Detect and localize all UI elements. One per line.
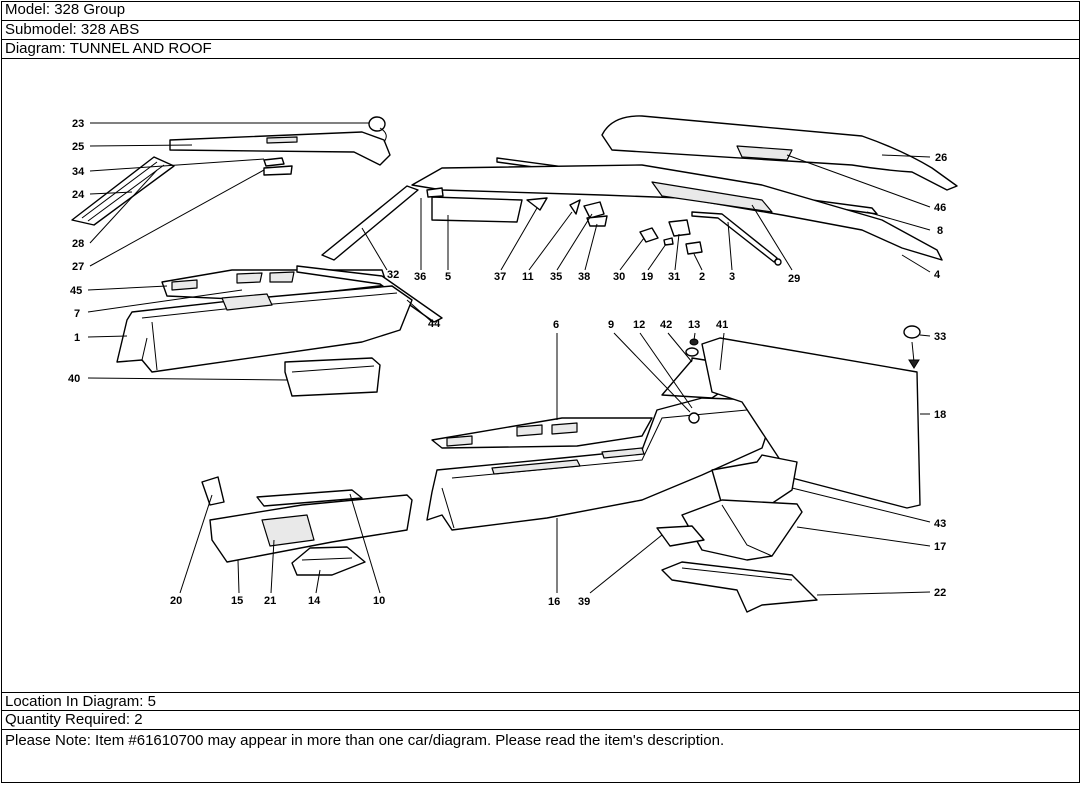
location-label: Location In Diagram: 5 bbox=[1, 692, 1080, 711]
callout-19: 19 bbox=[641, 271, 653, 283]
upper-console bbox=[116, 265, 443, 397]
callout-5: 5 bbox=[445, 271, 451, 283]
callout-13: 13 bbox=[688, 319, 700, 331]
callout-4: 4 bbox=[934, 269, 941, 281]
diagram-label: Diagram: TUNNEL AND ROOF bbox=[1, 40, 1080, 59]
callout-25: 25 bbox=[72, 141, 84, 153]
callout-34: 34 bbox=[72, 166, 85, 178]
callout-8: 8 bbox=[937, 225, 943, 237]
callout-43: 43 bbox=[934, 518, 946, 530]
callout-1: 1 bbox=[74, 332, 80, 344]
callout-28: 28 bbox=[72, 238, 84, 250]
callout-41: 41 bbox=[716, 319, 728, 331]
callout-6: 6 bbox=[553, 319, 559, 331]
pillar-trim bbox=[321, 185, 419, 261]
parts-diagram: 23 25 34 24 28 27 45 7 1 40 32 36 5 37 1… bbox=[68, 115, 958, 613]
callout-2: 2 bbox=[699, 271, 705, 283]
callout-29: 29 bbox=[788, 273, 800, 285]
callout-26: 26 bbox=[935, 152, 947, 164]
windshield-header-parts bbox=[71, 116, 391, 226]
rear-console-parts bbox=[656, 454, 818, 613]
callout-18: 18 bbox=[934, 409, 946, 421]
callout-38: 38 bbox=[578, 271, 590, 283]
callout-36: 36 bbox=[414, 271, 426, 283]
leader-lines bbox=[87, 122, 931, 596]
callout-32: 32 bbox=[387, 269, 399, 281]
callout-17: 17 bbox=[934, 541, 946, 553]
callout-3: 3 bbox=[729, 271, 735, 283]
callout-42: 42 bbox=[660, 319, 672, 331]
callout-22: 22 bbox=[934, 587, 946, 599]
callout-46: 46 bbox=[934, 202, 946, 214]
roof-panel bbox=[411, 115, 958, 261]
callout-35: 35 bbox=[550, 271, 562, 283]
callout-33: 33 bbox=[934, 331, 946, 343]
roof-fittings bbox=[426, 187, 782, 266]
callout-11: 11 bbox=[522, 271, 534, 283]
callout-10: 10 bbox=[373, 595, 385, 607]
callout-labels: 23 25 34 24 28 27 45 7 1 40 32 36 5 37 1… bbox=[68, 118, 947, 608]
callout-23: 23 bbox=[72, 118, 84, 130]
model-label: Model: 328 Group bbox=[1, 1, 1080, 21]
callout-44: 44 bbox=[428, 318, 441, 330]
callout-14: 14 bbox=[308, 595, 321, 607]
callout-21: 21 bbox=[264, 595, 276, 607]
callout-20: 20 bbox=[170, 595, 182, 607]
callout-15: 15 bbox=[231, 595, 243, 607]
callout-12: 12 bbox=[633, 319, 645, 331]
callout-30: 30 bbox=[613, 271, 625, 283]
callout-31: 31 bbox=[668, 271, 680, 283]
callout-16: 16 bbox=[548, 596, 560, 608]
callout-27: 27 bbox=[72, 261, 84, 273]
quantity-label: Quantity Required: 2 bbox=[1, 711, 1080, 730]
glovebox-parts bbox=[201, 476, 413, 576]
submodel-label: Submodel: 328 ABS bbox=[1, 21, 1080, 40]
callout-39: 39 bbox=[578, 596, 590, 608]
callout-24: 24 bbox=[72, 189, 85, 201]
callout-37: 37 bbox=[494, 271, 506, 283]
callout-45: 45 bbox=[70, 285, 82, 297]
side-trim-panel bbox=[701, 337, 921, 509]
callout-40: 40 bbox=[68, 373, 80, 385]
note-label: Please Note: Item #61610700 may appear i… bbox=[5, 732, 725, 749]
callout-9: 9 bbox=[608, 319, 614, 331]
callout-7: 7 bbox=[74, 308, 80, 320]
